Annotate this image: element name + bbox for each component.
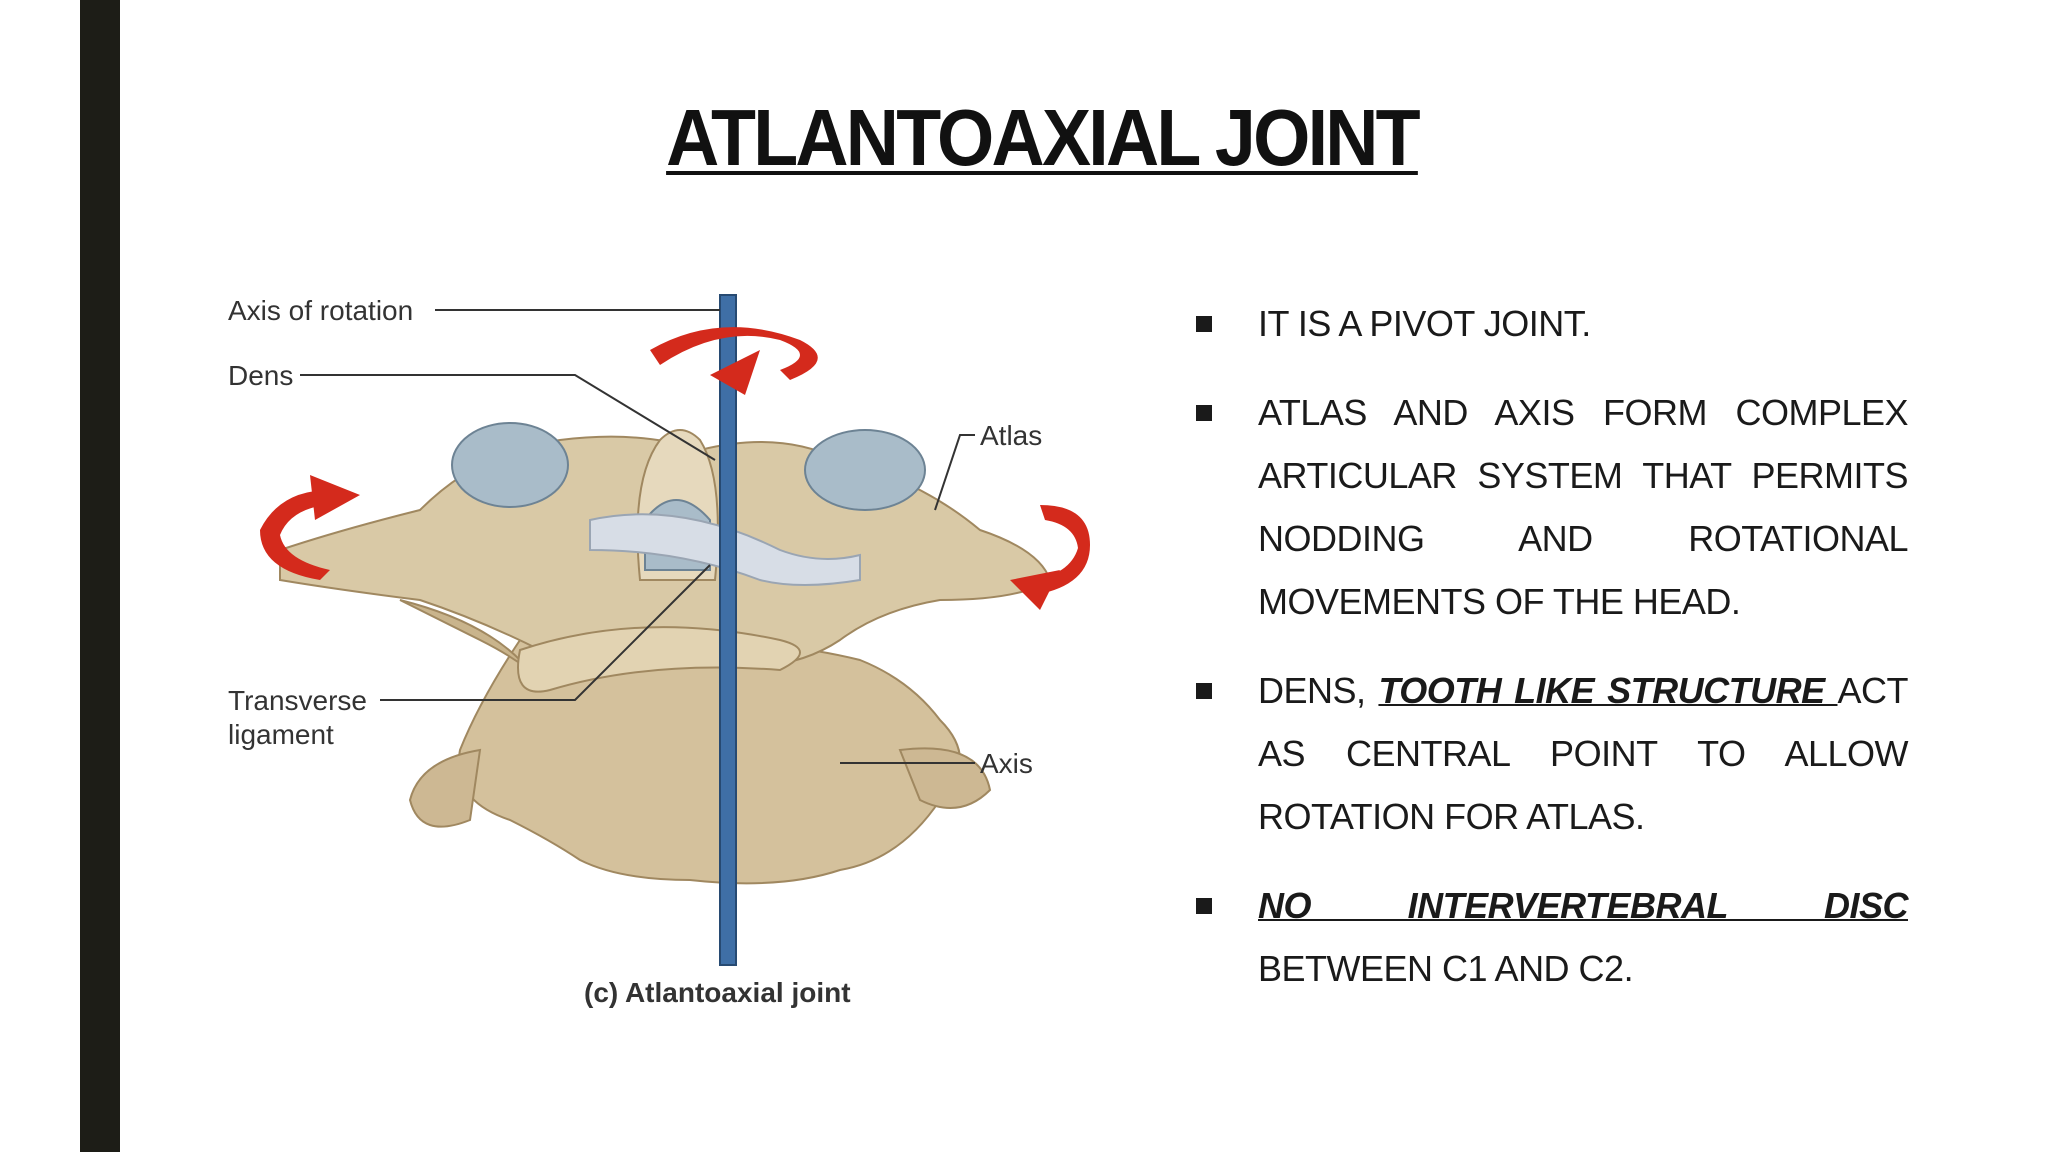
square-bullet-icon	[1196, 316, 1212, 332]
bullet-text-post: ACT AS CENTRAL POINT TO ALLOW ROTATION F…	[1258, 670, 1909, 837]
slide-title: ATLANTOAXIAL JOINT	[0, 92, 2048, 184]
label-atlas: Atlas	[980, 420, 1042, 451]
square-bullet-icon	[1196, 683, 1212, 699]
bullet-emphasis: NO INTERVERTEBRAL DISC	[1258, 885, 1909, 926]
label-axis: Axis	[980, 748, 1033, 779]
transverse-ligament-leader	[380, 564, 711, 701]
axis-spinous-left	[408, 748, 482, 828]
top-rotation-arrowhead	[710, 350, 760, 395]
square-bullet-icon	[1196, 405, 1212, 421]
label-transverse-line1: Transverse	[228, 685, 367, 716]
bullet-text: ATLAS AND AXIS FORM COMPLEX ARTICULAR SY…	[1258, 392, 1909, 622]
bullet-item: DENS, TOOTH LIKE STRUCTURE ACT AS CENTRA…	[1190, 659, 1909, 848]
left-superior-facet	[451, 422, 569, 508]
label-transverse-line2: ligament	[228, 719, 334, 750]
bullet-text-pre: DENS,	[1258, 670, 1379, 711]
bullet-text-post: BETWEEN C1 AND C2.	[1258, 948, 1634, 989]
slide-title-text: ATLANTOAXIAL JOINT	[666, 93, 1422, 182]
top-rotation-arrow	[650, 327, 818, 380]
square-bullet-icon	[1196, 898, 1212, 914]
figure-caption: (c) Atlantoaxial joint	[584, 977, 851, 1008]
right-rotation-arrowhead	[1010, 570, 1060, 610]
bullet-text: IT IS A PIVOT JOINT.	[1258, 303, 1591, 344]
bullet-item: ATLAS AND AXIS FORM COMPLEX ARTICULAR SY…	[1190, 381, 1909, 633]
left-accent-bar	[80, 0, 120, 1152]
rotation-axis-rod	[719, 294, 737, 966]
right-superior-facet	[804, 429, 926, 511]
label-axis-of-rotation: Axis of rotation	[228, 295, 413, 326]
atlantoaxial-diagram: Axis of rotation Dens Atlas Transverse l…	[228, 294, 1090, 1008]
bullet-list: IT IS A PIVOT JOINT. ATLAS AND AXIS FORM…	[1190, 292, 1909, 1026]
bullet-emphasis: TOOTH LIKE STRUCTURE	[1378, 670, 1838, 711]
dens-leader	[300, 374, 716, 461]
label-dens: Dens	[228, 360, 293, 391]
bullet-item: NO INTERVERTEBRAL DISC BETWEEN C1 AND C2…	[1190, 874, 1909, 1000]
right-rotation-arrow	[1030, 505, 1090, 595]
atlas-leader	[934, 434, 975, 511]
bullet-item: IT IS A PIVOT JOINT.	[1190, 292, 1908, 355]
left-rotation-arrowhead	[310, 475, 360, 520]
atlantoaxial-illustration: Axis of rotation Dens Atlas Transverse l…	[220, 280, 1180, 1020]
left-rotation-arrow	[260, 490, 330, 580]
